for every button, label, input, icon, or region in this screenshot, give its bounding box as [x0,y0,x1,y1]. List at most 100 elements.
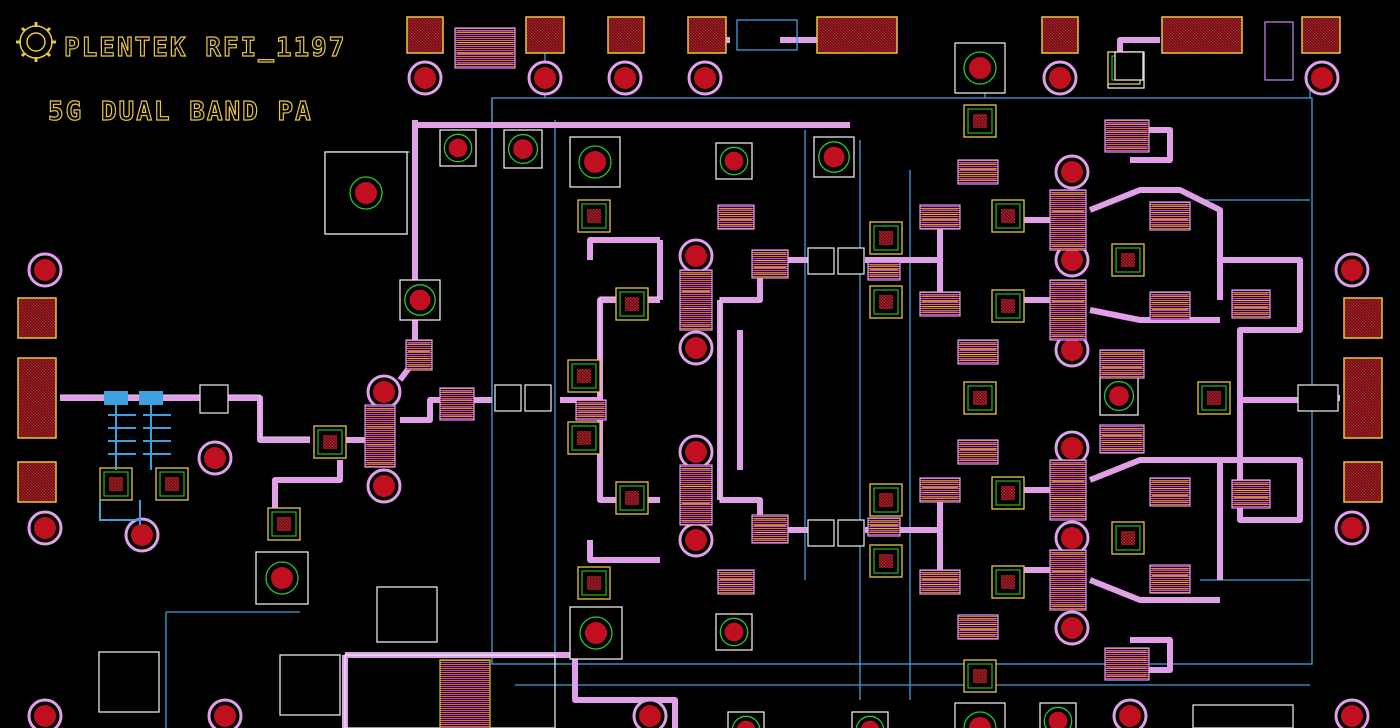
ground-via [197,440,233,476]
via-pad-cell [439,129,477,167]
via-pad-cell [715,142,753,180]
ground-via [27,252,63,288]
transistor-finger-array [919,477,961,503]
ground-via-array [27,60,1370,728]
bypass-capacitor [869,544,903,578]
bypass-capacitor [991,289,1025,323]
transistor-finger-array [1099,424,1145,454]
via-pad-cell [813,136,855,178]
bypass-capacitor [577,199,611,233]
transistor-finger-array [957,439,999,465]
ground-via [687,60,723,96]
coupling-capacitor [1297,384,1339,412]
transistor-finger-array [364,404,396,468]
transistor-finger-array [454,27,516,69]
company-label: PLENTEK RFI_1197 [64,33,346,63]
transistor-finger-array [1049,279,1087,341]
transistor-finger-array [867,261,901,281]
bypass-capacitor [963,104,997,138]
ground-via [607,60,643,96]
transistor-finger-array [1231,479,1271,509]
ground-via [1304,60,1340,96]
ground-via [678,238,714,274]
ground-via [527,60,563,96]
ground-via [27,698,63,728]
ground-via [1334,510,1370,546]
via-pad-cell [1039,702,1077,728]
via-pad-cell [324,151,408,235]
via-pad-cell [727,711,765,728]
bypass-capacitor [313,425,347,459]
transistor-finger-array [679,269,713,331]
ground-via [1042,60,1078,96]
transistor-finger-array [1149,564,1191,594]
transistor-finger-array [1231,289,1271,319]
bypass-capacitor [963,659,997,693]
ground-via [366,468,402,504]
coupling-capacitor [524,384,552,412]
passive-components [99,51,1339,693]
transistor-finger-array [1149,291,1191,321]
bypass-capacitor [615,481,649,515]
bypass-capacitor [577,566,611,600]
transistor-finger-array [957,614,999,640]
bypass-capacitor [99,467,133,501]
transistor-finger-array [1049,189,1087,251]
bypass-capacitor [1111,243,1145,277]
bypass-capacitor [869,285,903,319]
gear-logo-icon [16,22,56,62]
bypass-capacitor [1197,381,1231,415]
via-pad-cell [954,702,1006,728]
ground-via [407,60,443,96]
bypass-capacitor [567,359,601,393]
via-pad-cell [715,613,753,651]
coupling-capacitor [199,384,229,414]
transistor-finger-array [919,204,961,230]
ground-via [366,374,402,410]
design-label: 5G DUAL BAND PA [48,97,313,127]
via-pad-cell [255,551,309,605]
coupling-capacitor [837,247,865,275]
transistor-finger-array [751,249,789,279]
transistor-finger-array [957,339,999,365]
ground-via [632,698,668,728]
transistor-finger-array [439,387,475,421]
bypass-capacitor [991,199,1025,233]
ground-via [124,517,160,553]
ground-via [678,330,714,366]
bypass-capacitor [267,507,301,541]
bypass-capacitor [869,483,903,517]
transistor-finger-array [717,569,755,595]
coupling-capacitor [837,519,865,547]
bypass-capacitor [567,421,601,455]
transistor-finger-array [957,159,999,185]
ground-via [1054,154,1090,190]
bypass-capacitor [963,381,997,415]
coupling-capacitor [807,519,835,547]
ground-via [1334,252,1370,288]
transistor-finger-array [575,399,607,421]
via-pad-cell [1099,376,1139,416]
transistor-finger-array [1149,477,1191,507]
ground-via [1054,610,1090,646]
ground-via [678,522,714,558]
transistor-finger-array [717,204,755,230]
via-pad-cell [503,129,543,169]
ground-via [1054,332,1090,368]
coupling-capacitor [1114,51,1144,81]
via-pad-cell [569,606,623,660]
ground-via [1112,698,1148,728]
bypass-capacitor [615,287,649,321]
transistor-finger-array [1104,647,1150,681]
via-pad-cell [851,711,889,728]
bypass-capacitor [155,467,189,501]
ground-via [207,698,243,728]
ground-via [1054,430,1090,466]
transistor-finger-array [1049,459,1087,521]
transistor-finger-array [1099,349,1145,379]
transistor-finger-array [867,517,901,537]
via-pad-cells [255,42,1145,728]
bond-pad-array [17,16,1383,503]
bottom-pad-cluster [98,586,556,728]
